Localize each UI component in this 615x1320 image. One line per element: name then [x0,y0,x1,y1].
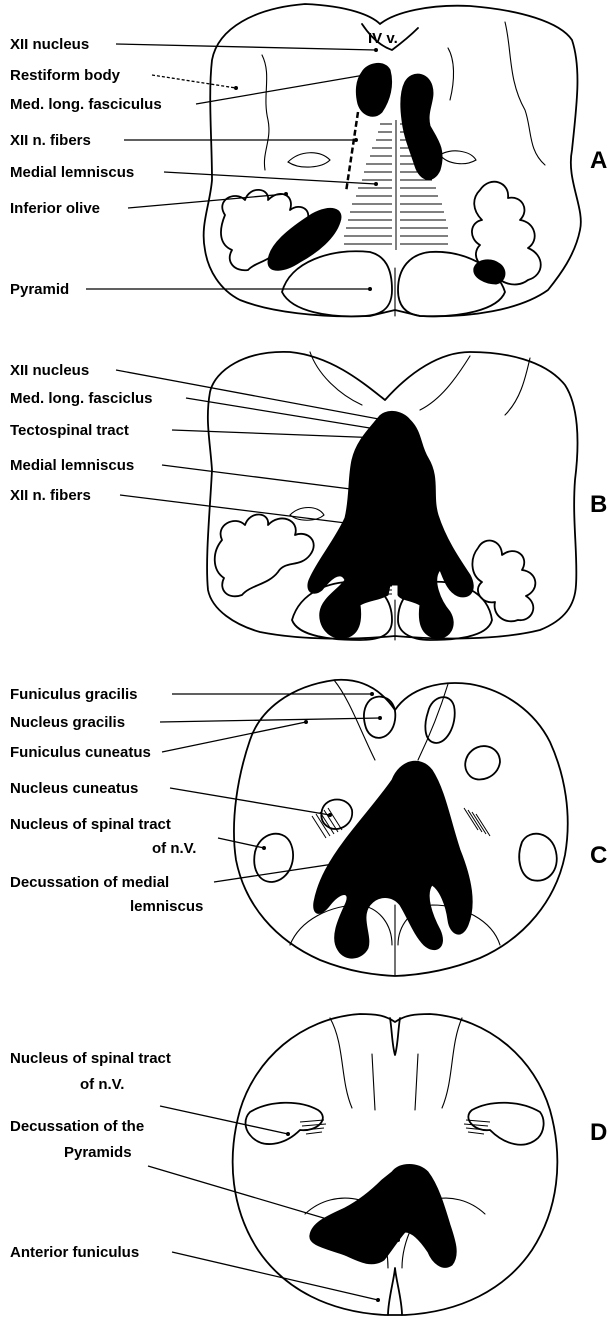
panel-b-leaders [116,370,386,528]
label-d-nucleus-spinal-tract: Nucleus of spinal tract [10,1050,171,1067]
label-c-lemniscus: lemniscus [130,898,203,915]
label-b-medial-lemniscus: Medial lemniscus [10,457,134,474]
panel-d-posterior-horn-right [468,1103,543,1145]
label-d-of-nv: of n.V. [80,1076,124,1093]
label-a-med-long-fasciculus: Med. long. fasciculus [10,96,162,113]
panel-b: XII nucleus Med. long. fasciclus Tectosp… [10,352,607,640]
panel-c-spinal-v-right [519,834,557,881]
panel-d-line-r2 [415,1054,418,1110]
panel-d-line-l2 [372,1054,375,1110]
label-d-pyramids: Pyramids [64,1144,132,1161]
panel-c-lesion [314,761,472,958]
panel-b-line-left [310,352,362,405]
label-a-xii-nucleus: XII nucleus [10,36,89,53]
label-d-anterior-funiculus: Anterior funiculus [10,1244,139,1261]
label-c-funiculus-cuneatus: Funiculus cuneatus [10,744,151,761]
label-c-of-nv: of n.V. [152,840,196,857]
panel-b-olive-left [215,514,314,596]
label-a-restiform-body: Restiform body [10,67,121,84]
label-b-med-long-fasciclus: Med. long. fasciclus [10,390,153,407]
panel-c-septum-right [418,684,448,760]
label-b-xii-nucleus: XII nucleus [10,362,89,379]
panel-a: IV v. [10,4,607,316]
panel-a-lateral-line-right [505,22,545,165]
panel-c-letter: C [590,842,607,869]
panel-a-lesion-right-olive [474,260,505,284]
panel-b-line-right2 [505,358,530,415]
panel-d-hatching-right [464,1120,490,1134]
label-d-decussation-of-the: Decussation of the [10,1118,144,1135]
label-c-nucleus-cuneatus: Nucleus cuneatus [10,780,138,797]
panel-b-letter: B [590,491,607,518]
label-a-pyramid: Pyramid [10,281,69,298]
label-b-xii-n-fibers: XII n. fibers [10,487,91,504]
panel-a-lesion-left-olive [268,208,341,270]
label-c-funiculus-gracilis: Funiculus gracilis [10,686,138,703]
panel-d-line-l1 [330,1018,352,1108]
panel-b-lesion [308,411,473,638]
panel-d-letter: D [590,1119,607,1146]
ventricle-label: IV v. [368,30,398,47]
panel-d: Nucleus of spinal tract of n.V. Decussat… [10,1014,607,1315]
panel-a-small-loop-left [288,153,330,167]
panel-a-letter: A [590,147,607,174]
panel-a-xii-fibers [346,112,358,192]
label-a-medial-lemniscus: Medial lemniscus [10,164,134,181]
panel-c: Funiculus gracilis Nucleus gracilis Funi… [10,680,607,976]
panel-d-anterior-fissure [388,1268,402,1315]
label-b-tectospinal-tract: Tectospinal tract [10,422,129,439]
panel-c-gracilis-right [425,697,454,743]
label-a-inferior-olive: Inferior olive [10,200,100,217]
panel-a-medial-line-right [448,48,454,100]
panel-d-line-r1 [442,1018,462,1108]
panel-a-lesion-left-dorsal [356,63,391,116]
panel-c-septum-left [334,680,375,760]
label-c-nucleus-gracilis: Nucleus gracilis [10,714,125,731]
panel-c-gracilis-right2 [465,746,500,779]
panel-d-posterior-horn-left [246,1103,323,1144]
label-c-decussation-medial: Decussation of medial [10,874,169,891]
panel-b-olive-right [472,541,535,622]
label-c-nucleus-spinal-tract: Nucleus of spinal tract [10,816,171,833]
panel-a-lateral-line-left [262,55,269,170]
panel-d-posterior-septum [390,1018,400,1055]
panel-c-hatching-right [464,808,490,836]
panel-d-lesion [310,1165,456,1268]
label-a-xii-n-fibers: XII n. fibers [10,132,91,149]
panel-a-small-loop-right [440,151,476,164]
